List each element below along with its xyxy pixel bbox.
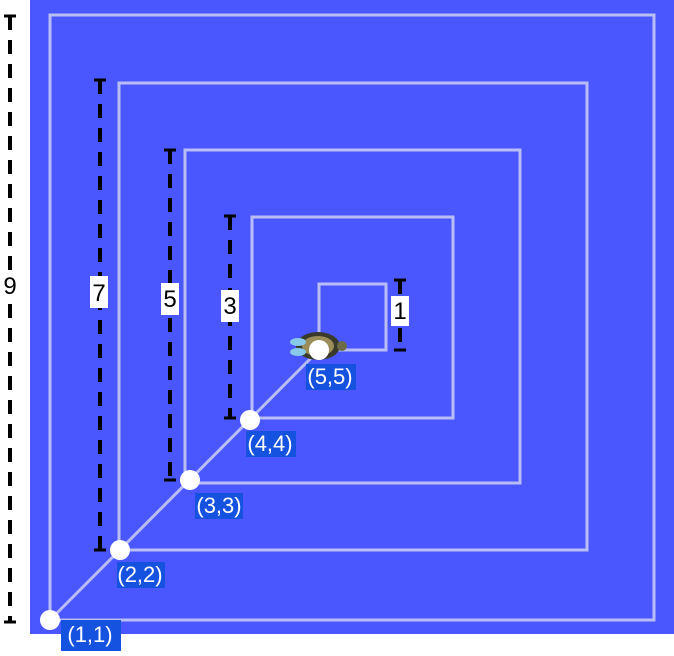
spiral-path-ring-3: [183, 148, 522, 485]
point-1-1: [40, 610, 60, 630]
point-label-4-4: (4,4): [246, 431, 296, 457]
dimension-label-1: 1: [393, 298, 406, 325]
point-label-2-2: (2,2): [117, 562, 165, 588]
spiral-path-ring-5: [317, 282, 388, 352]
dimension-label-7: 7: [92, 280, 105, 307]
point-5-5: [309, 340, 329, 360]
svg-text:(3,3): (3,3): [196, 493, 241, 518]
dimension-5: 5: [161, 148, 179, 482]
canvas-background: [30, 0, 674, 634]
svg-text:(1,1): (1,1): [67, 622, 112, 647]
dimension-label-3: 3: [223, 293, 236, 320]
point-2-2: [110, 540, 130, 560]
spiral-path-ring-4: [250, 215, 455, 420]
dimension-3: 3: [221, 214, 239, 420]
dimension-label-5: 5: [163, 286, 176, 313]
point-3-3: [180, 470, 200, 490]
point-label-5-5: (5,5): [306, 364, 356, 390]
svg-text:(2,2): (2,2): [117, 562, 162, 587]
point-label-3-3: (3,3): [195, 493, 243, 519]
svg-text:(4,4): (4,4): [247, 431, 292, 456]
spiral-path: [48, 13, 656, 622]
point-4-4: [240, 410, 260, 430]
dimension-label-9: 9: [3, 273, 16, 300]
dimension-7: 7: [90, 78, 108, 552]
point-label-1-1: (1,1): [61, 620, 121, 651]
spiral-path-ring-2: [117, 81, 589, 552]
svg-text:(5,5): (5,5): [307, 364, 352, 389]
dimension-1: 1: [391, 278, 409, 352]
dimension-9: 9: [0, 14, 20, 624]
